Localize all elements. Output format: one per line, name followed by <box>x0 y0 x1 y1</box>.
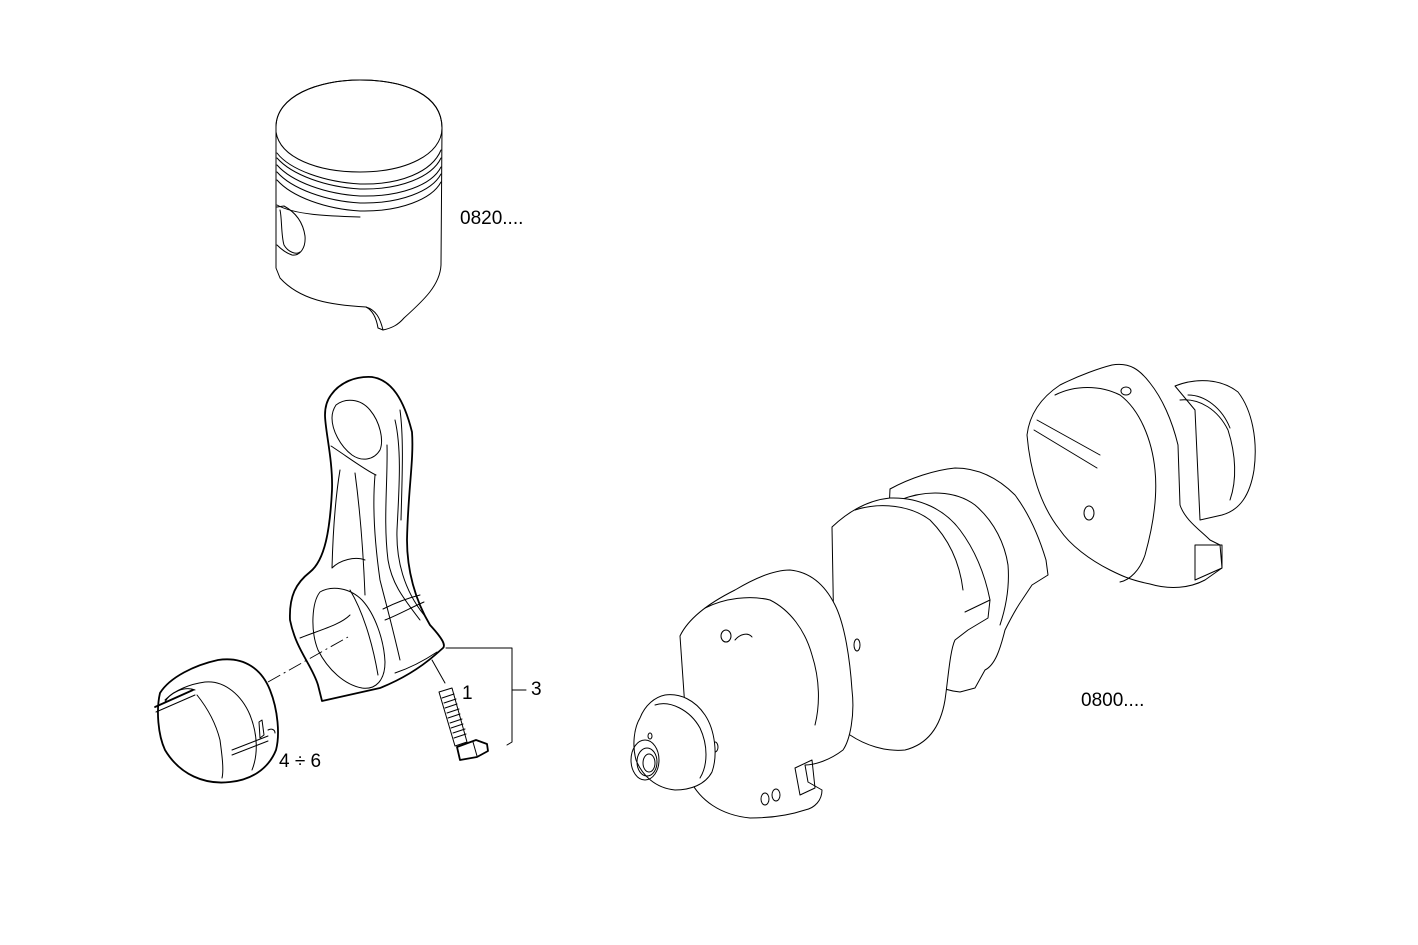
bolt-drawing[interactable] <box>431 659 489 761</box>
assembly-bracket <box>445 647 527 746</box>
connecting-rod-drawing[interactable] <box>289 376 445 702</box>
callout-bolt[interactable]: 1 <box>462 683 473 704</box>
callout-bearing-shell[interactable]: 4 ÷ 6 <box>279 751 322 772</box>
piston-drawing[interactable] <box>275 79 443 331</box>
bearing-shell-drawing[interactable] <box>154 658 279 784</box>
assembly-centerline <box>267 636 349 683</box>
callout-rod-assembly[interactable]: 3 <box>531 679 542 700</box>
crankshaft-drawing[interactable] <box>630 363 1256 819</box>
callout-crankshaft[interactable]: 0800.... <box>1081 690 1145 711</box>
callout-piston[interactable]: 0820.... <box>460 208 524 229</box>
